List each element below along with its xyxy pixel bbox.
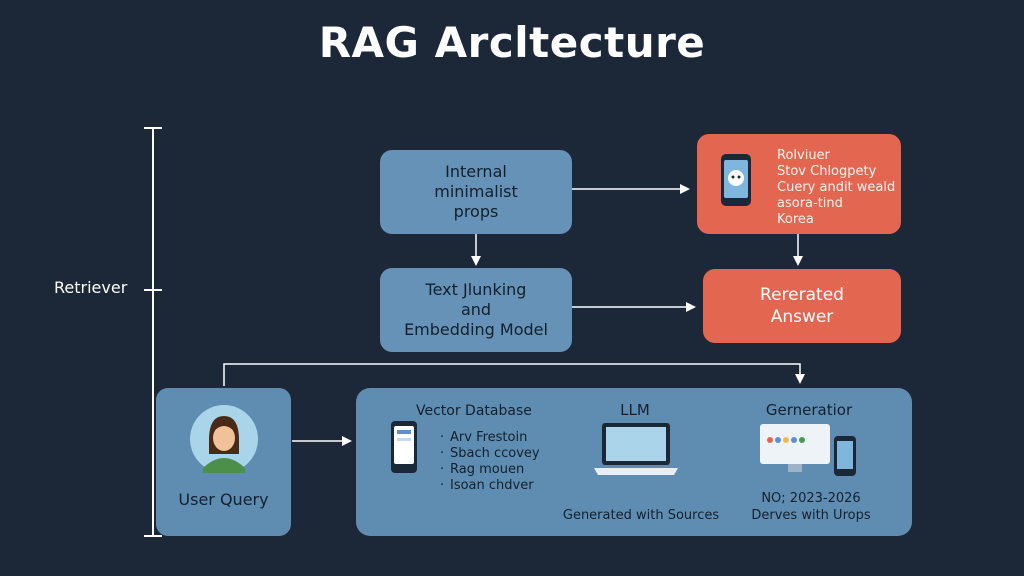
answer-line-1: Rererated (760, 285, 844, 305)
laptop-icon (594, 423, 678, 475)
llm-caption: Generated with Sources (562, 508, 720, 523)
pipeline-panel: Vector Database Arv Frestoin Sbach ccove… (356, 388, 912, 536)
red-line-3: Cuery andit weald (777, 180, 896, 195)
internal-line-2: minimalist (434, 182, 518, 201)
phone-chat-icon (721, 154, 751, 206)
internal-props-box: Internal minimalist props (380, 150, 572, 234)
vector-db-item: Isoan chdver (440, 478, 540, 494)
vector-db-title: Vector Database (416, 403, 532, 419)
vector-db-list: Arv Frestoin Sbach ccovey Rag mouen Isoa… (440, 430, 540, 494)
route-user-to-generator (223, 363, 805, 386)
chunking-line-3: Embedding Model (404, 320, 548, 339)
chunking-line-2: and (460, 300, 492, 319)
generated-answer-box: Rererated Answer (703, 269, 901, 343)
vector-db-item: Sbach ccovey (440, 446, 540, 462)
vector-db-item: Arv Frestoin (440, 430, 540, 446)
retriever-info-box: Rolviuer Stov Chlogpety Cuery andit weal… (697, 134, 901, 234)
answer-line-2: Answer (770, 307, 834, 327)
red-line-1: Rolviuer (777, 148, 830, 163)
devices-icon (760, 424, 856, 476)
vector-db-item: Rag mouen (440, 462, 540, 478)
retriever-label: Retriever (54, 278, 128, 297)
internal-line-1: Internal (445, 162, 507, 181)
internal-line-3: props (453, 202, 499, 221)
diagram-title: RAG Arcltecture (318, 18, 706, 67)
llm-title: LLM (620, 401, 650, 419)
red-line-4: asora-tind (777, 196, 843, 211)
phone-icon (391, 421, 417, 473)
generator-caption: NO; 2023-2026 Derves with Urops (736, 490, 886, 524)
user-avatar-icon (190, 405, 258, 473)
generator-caption-1: NO; 2023-2026 (761, 491, 861, 506)
generator-caption-2: Derves with Urops (751, 508, 871, 523)
chunking-line-1: Text Jlunking (425, 280, 527, 299)
user-query-box: User Query (156, 388, 291, 536)
retriever-bracket (144, 127, 162, 537)
chunking-embedding-box: Text Jlunking and Embedding Model (380, 268, 572, 352)
user-query-label: User Query (178, 490, 269, 509)
red-line-5: Korea (777, 212, 814, 227)
red-line-2: Stov Chlogpety (777, 164, 877, 179)
generator-title: Gerneratior (765, 401, 853, 419)
